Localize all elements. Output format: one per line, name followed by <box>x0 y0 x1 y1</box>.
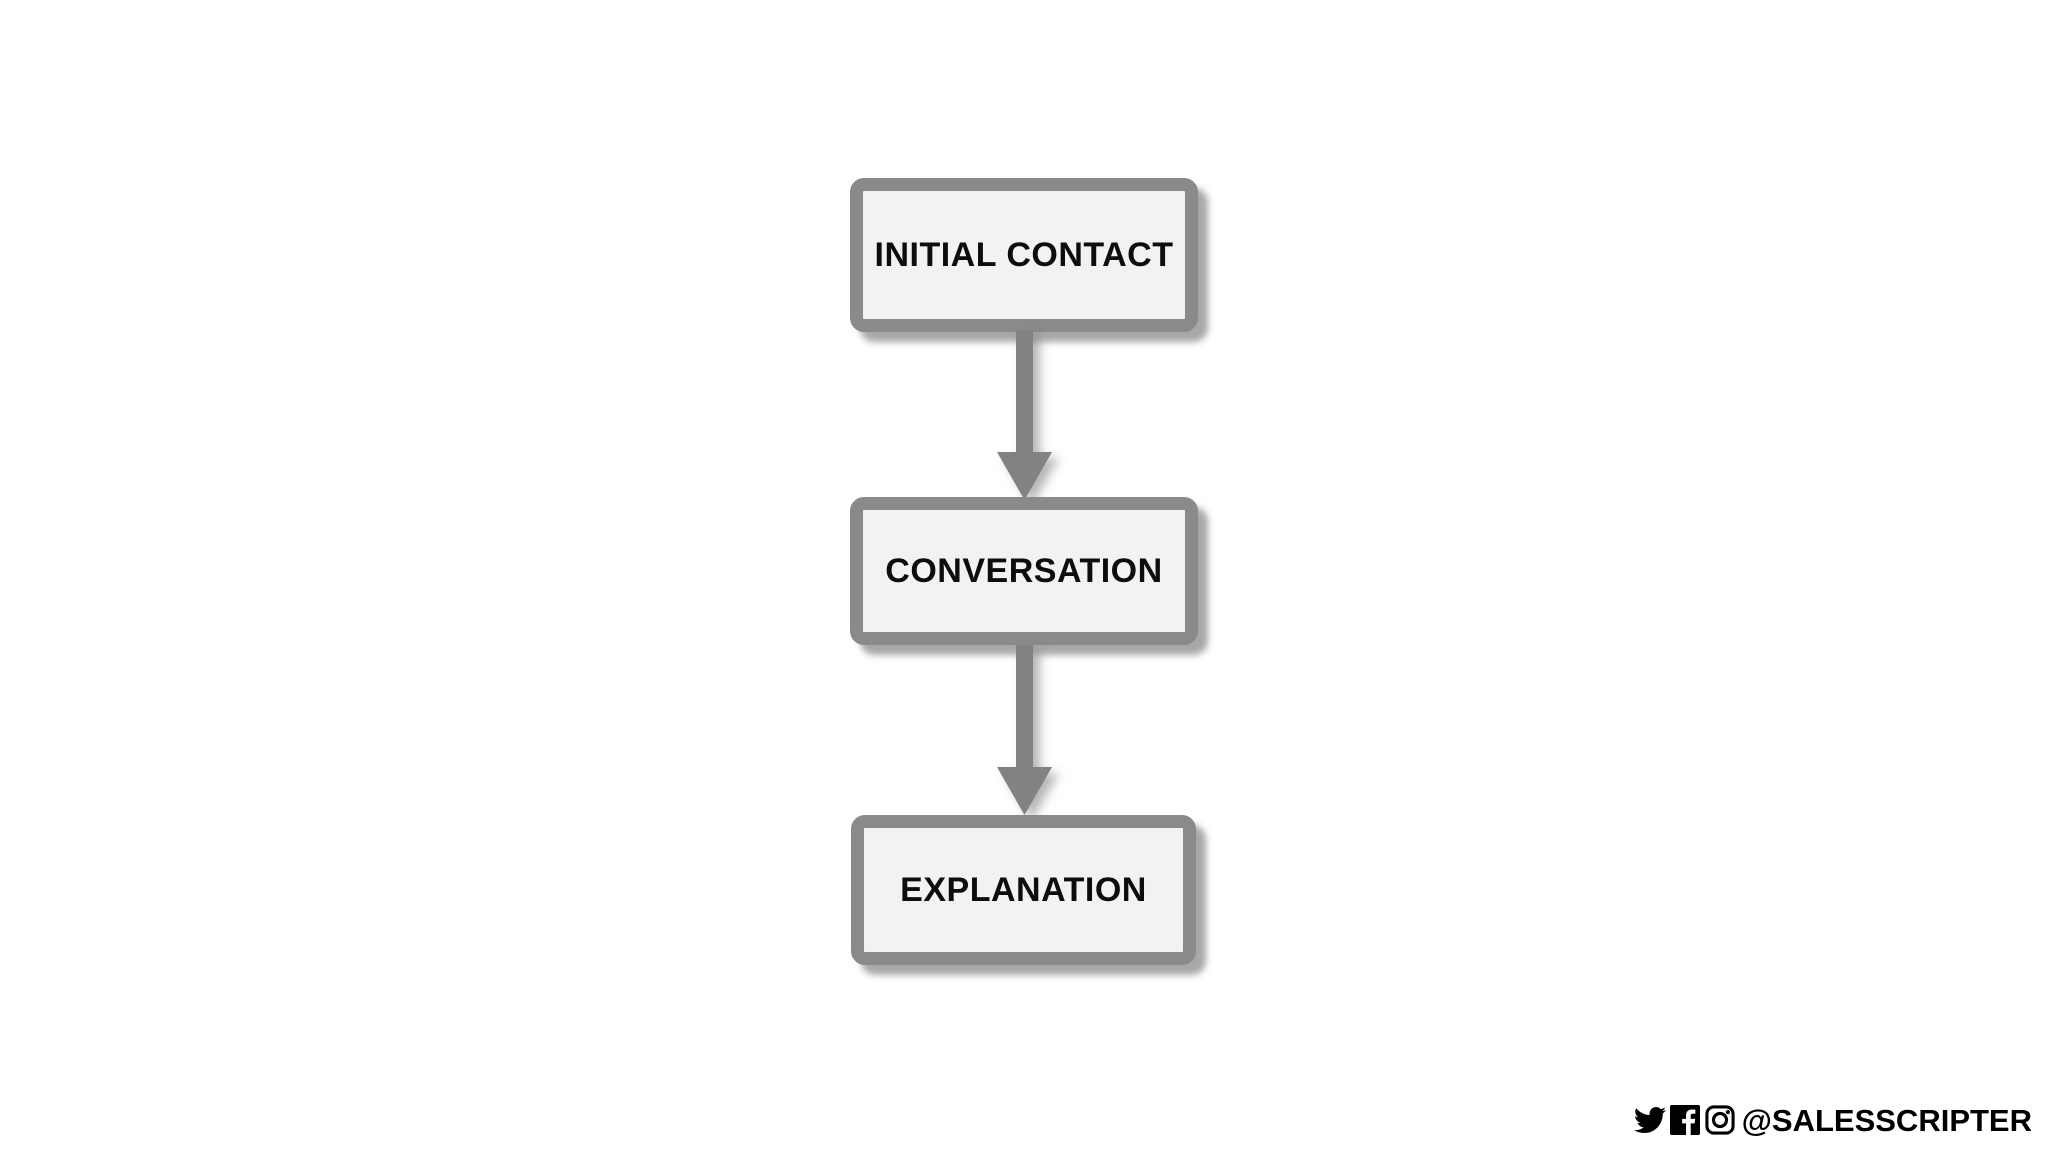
arrow-down-icon <box>997 645 1052 815</box>
social-branding: @SALESSCRIPTER <box>1633 1102 2032 1138</box>
flow-node-explanation: EXPLANATION <box>851 815 1196 965</box>
facebook-icon <box>1669 1105 1700 1135</box>
flow-node-label: EXPLANATION <box>900 870 1147 909</box>
flow-node-label: INITIAL CONTACT <box>874 235 1174 274</box>
flow-node-label: CONVERSATION <box>885 551 1163 590</box>
social-handle: @SALESSCRIPTER <box>1741 1102 2032 1138</box>
flow-node-initial-contact: INITIAL CONTACT <box>850 178 1198 332</box>
twitter-icon <box>1633 1106 1666 1134</box>
arrow-down-icon <box>997 330 1052 500</box>
flow-node-conversation: CONVERSATION <box>850 497 1198 645</box>
instagram-icon <box>1705 1105 1735 1135</box>
